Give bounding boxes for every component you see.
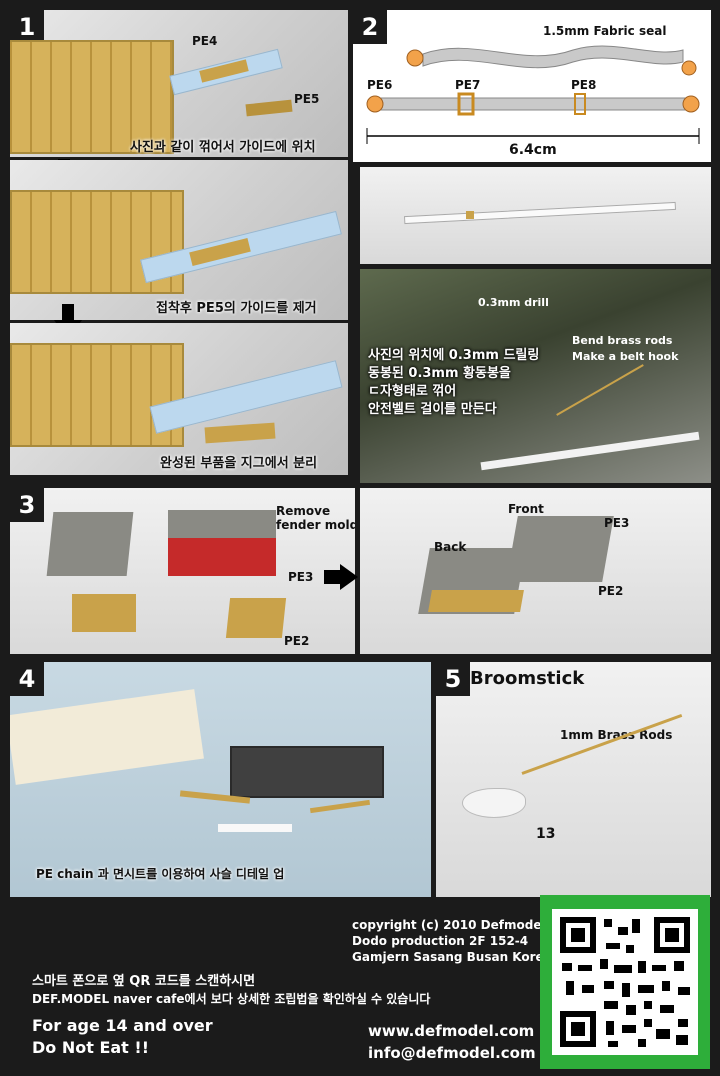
part-number-13: 13 xyxy=(536,826,556,842)
fender-photo xyxy=(46,512,134,576)
drill-instruction-1: 사진의 위치에 0.3mm 드릴링 xyxy=(368,348,540,363)
step1-panel-c: 완성된 부품을 지그에서 분리 xyxy=(10,323,348,475)
step3-panel-right: Front Back PE3 PE2 xyxy=(360,488,711,654)
website-link[interactable]: www.defmodel.com xyxy=(368,1022,535,1040)
back-label: Back xyxy=(434,540,467,554)
drill-instruction-3: ㄷ자형태로 꺾어 xyxy=(368,384,457,399)
step1-panel-a: 1 PE4 PE5 사진과 같이 꺾어서 가이드에 위치 xyxy=(10,10,348,157)
right-arrow-icon xyxy=(340,564,358,590)
seatbelt-diagram xyxy=(366,45,700,144)
step5-number: 5 xyxy=(436,662,470,696)
age-notice: For age 14 and over xyxy=(32,1016,213,1035)
label-pe7: PE7 xyxy=(455,78,481,92)
drill-instruction-4: 안전벨트 걸이를 만든다 xyxy=(368,402,497,417)
label-pe8: PE8 xyxy=(571,78,597,92)
pe2-part xyxy=(225,598,287,638)
copyright-line-3: Gamjern Sasang Busan Korea xyxy=(352,950,552,964)
pe5-part xyxy=(245,99,293,117)
bend-label-1: Bend brass rods xyxy=(572,334,673,347)
remove-label-1: Remove xyxy=(276,504,331,518)
front-label: Front xyxy=(508,502,544,516)
step1-caption-b: 접착후 PE5의 가이드를 제거 xyxy=(156,301,317,316)
step1-number: 1 xyxy=(10,10,44,44)
drill-label: 0.3mm drill xyxy=(478,296,549,309)
pe2-back-photo xyxy=(428,590,524,612)
step4-number: 4 xyxy=(10,662,44,696)
step4-caption: PE chain 과 면시트를 이용하여 사슬 디테일 업 xyxy=(36,867,285,881)
copyright-line-2: Dodo production 2F 152-4 xyxy=(352,934,529,948)
broomstick-title: Broomstick xyxy=(470,668,585,689)
fender-front-photo xyxy=(506,516,614,582)
label-pe2-left: PE2 xyxy=(284,634,310,648)
step4-panel: 4 PE chain 과 면시트를 이용하여 사슬 디테일 업 xyxy=(10,662,431,897)
email-link[interactable]: info@defmodel.com xyxy=(368,1044,536,1062)
step5-panel: 5 Broomstick 1mm Brass Rods 13 xyxy=(436,662,711,897)
remove-label-2: fender mold xyxy=(276,518,355,532)
label-pe6: PE6 xyxy=(367,78,393,92)
copyright-line-1: copyright (c) 2010 Defmodel xyxy=(352,918,546,932)
fabric-seal-label: 1.5mm Fabric seal xyxy=(543,24,667,38)
chain-part xyxy=(309,799,371,814)
length-label: 6.4cm xyxy=(509,142,557,158)
bend-label-2: Make a belt hook xyxy=(572,350,679,363)
pe7-buckle xyxy=(466,211,474,219)
label-pe5: PE5 xyxy=(294,92,320,106)
right-arrow-stem xyxy=(324,570,342,584)
qr-code-frame[interactable] xyxy=(540,895,710,1069)
step3-panel-left: 3 Remove fender mold PE3 PE2 xyxy=(10,488,355,654)
step1-caption-c: 완성된 부품을 지그에서 분리 xyxy=(160,456,318,471)
fabric-belt-photo xyxy=(403,201,677,225)
step2-number: 2 xyxy=(353,10,387,44)
label-pe4: PE4 xyxy=(192,34,218,48)
pe-fret-photo xyxy=(10,40,174,154)
qr-code-icon xyxy=(552,909,698,1055)
drill-instruction-2: 동봉된 0.3mm 황동봉을 xyxy=(368,366,511,381)
finished-part xyxy=(204,422,276,444)
step2-photo-drill: 0.3mm drill Bend brass rods Make a belt … xyxy=(360,269,711,483)
label-pe3-left: PE3 xyxy=(288,570,314,584)
step1-caption-a: 사진과 같이 꺾어서 가이드에 위치 xyxy=(130,140,316,155)
tissue-sheet-photo xyxy=(10,689,204,785)
brass-rods-label: 1mm Brass Rods xyxy=(560,728,673,742)
pe2-part xyxy=(72,594,136,632)
step2-diagram: 2 1.5mm Fabric seal PE6 PE7 PE8 6.4cm xyxy=(353,10,711,162)
qr-instruction-line-2: DEF.MODEL naver cafe에서 보다 상세한 조립법을 확인하실 … xyxy=(32,992,431,1006)
pe-chain-fret xyxy=(230,746,384,798)
brass-rod-photo xyxy=(556,364,644,416)
label-pe2-right: PE2 xyxy=(598,584,624,598)
do-not-eat-warning: Do Not Eat !! xyxy=(32,1038,149,1057)
cloth-strip xyxy=(218,824,292,832)
step2-photo-belt xyxy=(360,167,711,264)
fender-mold-red xyxy=(168,538,276,576)
step1-panel-b: 접착후 PE5의 가이드를 제거 xyxy=(10,160,348,320)
label-pe3-right: PE3 xyxy=(604,516,630,530)
step3-number: 3 xyxy=(10,488,44,522)
belt-photo xyxy=(480,431,700,471)
brass-rod xyxy=(521,713,683,775)
broom-head xyxy=(462,788,526,818)
qr-instruction-line-1: 스마트 폰으로 옆 QR 코드를 스캔하시면 xyxy=(32,974,256,989)
